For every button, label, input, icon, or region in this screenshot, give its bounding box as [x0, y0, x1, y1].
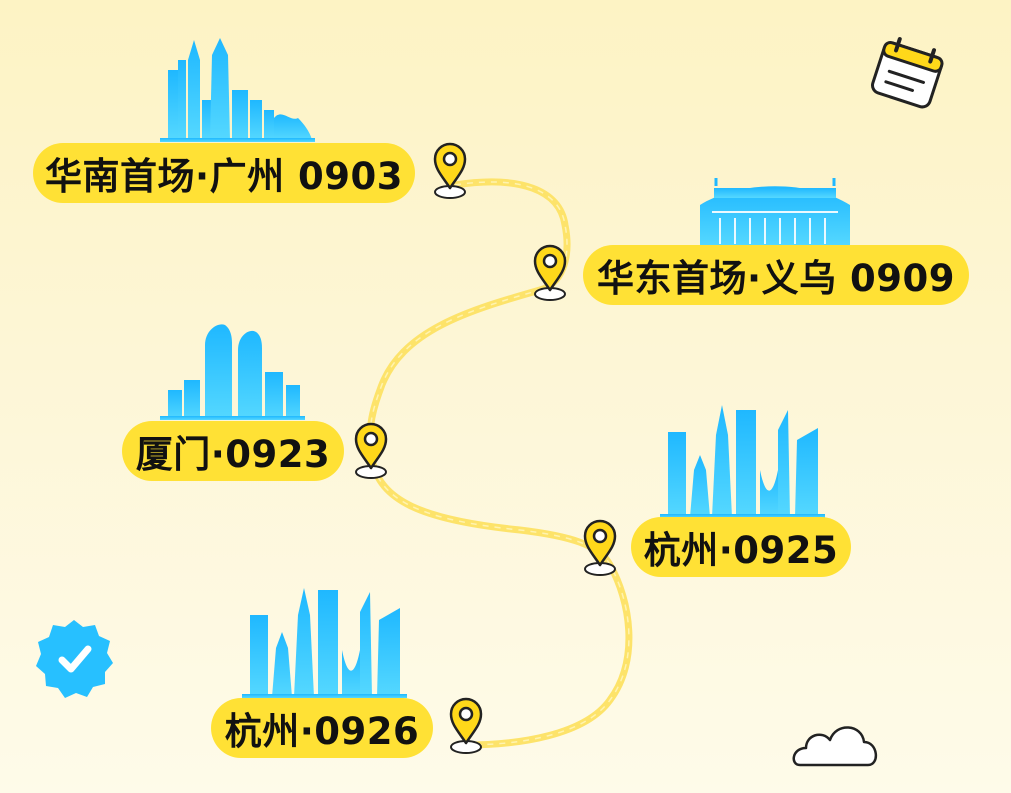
map-pin-icon [583, 519, 617, 577]
cloud-icon [792, 726, 877, 767]
stop-text: 华南首场·广州 0903 [45, 155, 403, 198]
check-badge-icon [36, 620, 113, 698]
stop-text: 杭州·0925 [643, 529, 839, 572]
stop-text: 杭州·0926 [224, 710, 420, 753]
map-pin-icon [533, 244, 567, 302]
stop-label-yiwu: 华东首场·义乌 0909 [583, 245, 969, 305]
stop-label-guangzhou: 华南首场·广州 0903 [33, 143, 415, 203]
stop-text: 华东首场·义乌 0909 [597, 257, 955, 300]
skyline-hangzhou-2 [242, 588, 407, 698]
map-pin-icon [449, 697, 483, 755]
map-pin-icon [433, 142, 467, 200]
calendar-icon [871, 37, 944, 109]
stop-label-xiamen: 厦门·0923 [122, 421, 344, 481]
stop-text: 厦门·0923 [135, 433, 331, 476]
map-pin-icon [354, 422, 388, 480]
skyline-yiwu [700, 178, 850, 246]
skyline-guangzhou [160, 38, 315, 142]
stop-label-hangzhou-1: 杭州·0925 [631, 517, 851, 577]
stop-label-hangzhou-2: 杭州·0926 [211, 698, 433, 758]
skyline-xiamen [160, 324, 305, 420]
skyline-hangzhou-1 [660, 405, 825, 518]
